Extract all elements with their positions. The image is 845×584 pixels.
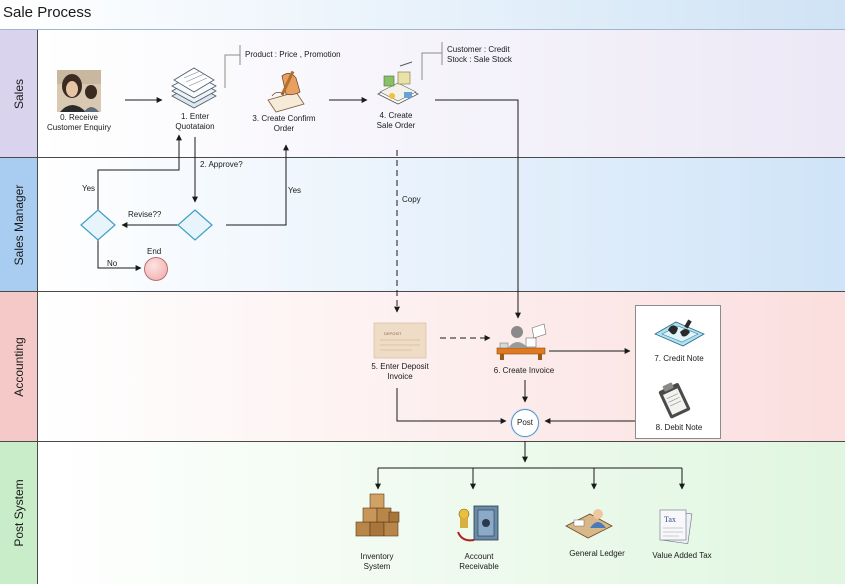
customer-photo-icon (57, 70, 101, 112)
node-label-general-ledger: General Ledger (569, 549, 625, 558)
credit-card-icon (654, 319, 705, 347)
node-label-sale-order-line1: 4. Create (379, 111, 413, 120)
quotation-note: Product : Price , Promotion (245, 50, 341, 59)
node-label-sale-order-line2: Sale Order (376, 121, 416, 130)
edge-deposit-to-post (396, 388, 507, 424)
edge-approve-yes (226, 144, 289, 226)
post-node: Post (511, 409, 539, 437)
node-label-receive-enquiry-line2: Customer Enquiry (46, 123, 112, 132)
post-label: Post (516, 418, 533, 427)
sale-order-note-line1: Customer : Credit (447, 45, 510, 54)
node-label-enter-quotation: 1. Enter Quotataion (165, 112, 225, 132)
clipboard-icon (658, 382, 691, 419)
lane-header-accounting: Accounting (0, 292, 38, 441)
node-label-receivable-line2: Receivable (459, 562, 499, 571)
approve-decision-diamond (177, 209, 213, 241)
lane-header-sales: Sales (0, 30, 38, 157)
node-label-debit-note: 8. Debit Note (655, 423, 703, 432)
sale-order-note: Customer : Credit Stock : Sale Stock (447, 45, 512, 65)
quotation-note-bracket (224, 45, 241, 88)
node-label-deposit-invoice-line2: Invoice (387, 372, 413, 381)
sale-order-note-bracket (421, 42, 443, 80)
safe-icon (457, 505, 499, 542)
node-label-receive-enquiry: 0. Receive Customer Enquiry (42, 113, 116, 133)
yes-right-label: Yes (288, 186, 302, 195)
node-label-deposit-invoice: 5. Enter Deposit Invoice (362, 362, 438, 382)
no-label: No (107, 259, 118, 268)
edge-revise-yes (97, 134, 182, 210)
node-label-confirm-order-line2: Order (273, 124, 295, 133)
node-label-sale-order: 4. Create Sale Order (365, 111, 427, 131)
yes-left-label: Yes (82, 184, 96, 193)
ledger-desk-icon (565, 509, 613, 539)
end-label: End (147, 247, 162, 256)
node-label-confirm-order-line1: 3. Create Confirm (252, 114, 316, 123)
lane-post-system: Post System (0, 442, 845, 584)
node-label-enter-quotation-line1: 1. Enter (180, 112, 209, 121)
copy-label: Copy (402, 195, 421, 204)
lane-sales-manager: Sales Manager (0, 158, 845, 292)
node-label-deposit-invoice-line1: 5. Enter Deposit (371, 362, 429, 371)
deposit-slip-icon: DEPOSIT (373, 322, 427, 359)
approve-label: 2. Approve? (200, 160, 243, 169)
lane-header-post-system: Post System (0, 442, 38, 584)
node-label-account-receivable: Account Receivable (448, 552, 510, 572)
node-label-create-invoice: 6. Create Invoice (493, 366, 555, 375)
page-title: Sale Process (3, 4, 92, 21)
node-label-inventory-system: Inventory System (346, 552, 408, 572)
node-label-value-added-tax: Value Added Tax (652, 551, 712, 560)
node-label-inventory-line2: System (363, 562, 391, 571)
node-label-confirm-order: 3. Create Confirm Order (247, 114, 321, 134)
title-bar: Sale Process (0, 0, 845, 30)
edge-sale-order-to-invoice (435, 99, 521, 319)
end-terminal (144, 257, 168, 281)
clerk-desk-icon (496, 323, 547, 360)
node-label-credit-note: 7. Credit Note (654, 354, 704, 363)
lane-body-post-system (38, 442, 845, 584)
lane-header-sales-manager: Sales Manager (0, 158, 38, 291)
sale-order-note-line2: Stock : Sale Stock (447, 55, 512, 64)
revise-decision-diamond (80, 209, 116, 241)
document-stack-icon (171, 67, 217, 109)
boxes-icon (355, 493, 400, 537)
node-label-receive-enquiry-line1: 0. Receive (60, 113, 98, 122)
edge-revise-no (97, 240, 142, 271)
node-label-receivable-line1: Account (464, 552, 494, 561)
office-desk-icon (377, 61, 419, 105)
writing-hand-icon (267, 70, 305, 113)
node-label-enter-quotation-line2: Quotataion (175, 122, 215, 131)
tax-form-icon: Tax (659, 509, 693, 545)
svg-text:Tax: Tax (664, 515, 676, 524)
node-label-inventory-line1: Inventory (360, 552, 394, 561)
svg-text:DEPOSIT: DEPOSIT (384, 331, 402, 336)
revise-label: Revise?? (128, 210, 162, 219)
